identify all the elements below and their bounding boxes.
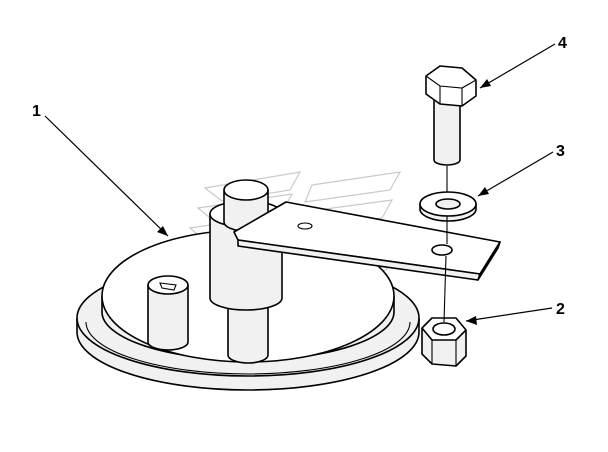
bolt	[425, 65, 477, 166]
callout-4: 4	[558, 35, 567, 52]
leader-line-3	[477, 151, 554, 197]
leader-line-4	[479, 43, 556, 89]
leader-line-1	[44, 115, 169, 237]
nut	[421, 317, 467, 367]
callout-2: 2	[556, 301, 565, 318]
terminal-post-left	[147, 275, 189, 351]
mounting-bracket	[233, 201, 501, 281]
assembly-centerline	[443, 166, 448, 323]
washer	[419, 191, 477, 222]
leader-line-2	[465, 307, 553, 325]
callout-1: 1	[32, 103, 41, 120]
callout-3: 3	[556, 143, 565, 160]
